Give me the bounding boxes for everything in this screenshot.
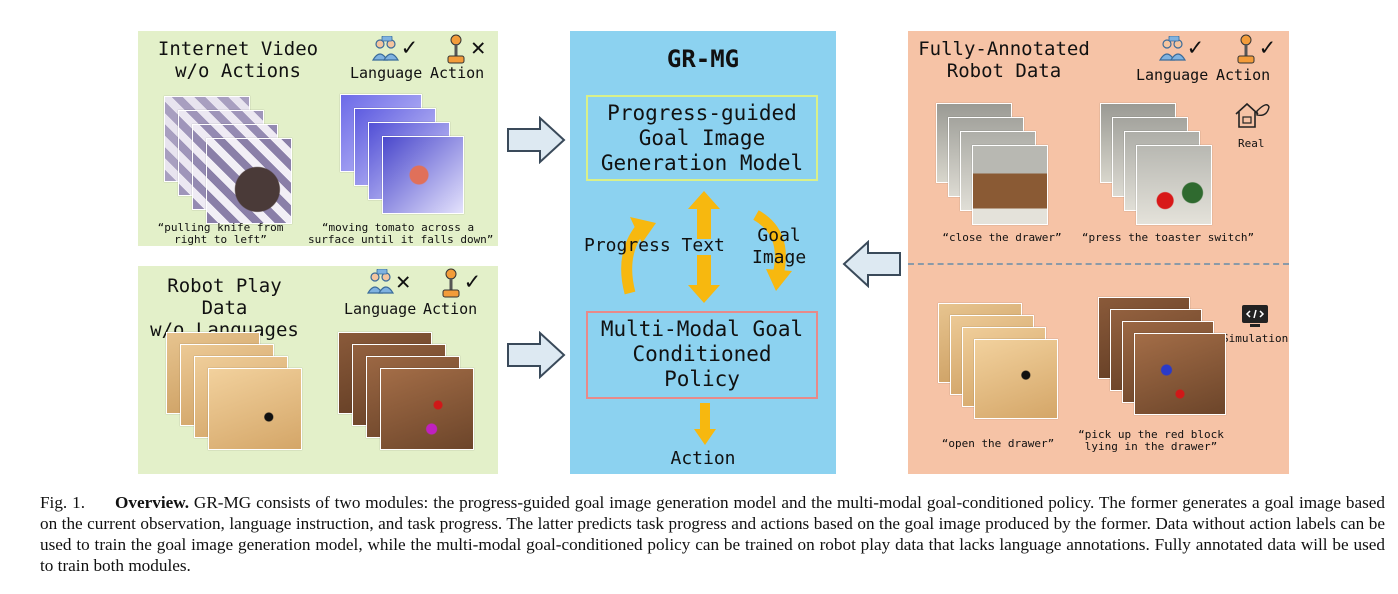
code-monitor-icon xyxy=(1242,305,1268,327)
joystick-icon xyxy=(447,34,465,64)
caption-label: Fig. 1. xyxy=(40,493,86,512)
language-label: Language xyxy=(1136,66,1209,84)
internet-video-panel: Internet Video w/o Actions ✓ ✕ Language … xyxy=(138,31,498,246)
house-leaf-icon xyxy=(1235,102,1270,128)
title-line: Robot Data xyxy=(946,60,1062,82)
real-label: Real xyxy=(1238,137,1265,150)
box-line: Multi-Modal Goal xyxy=(600,317,804,341)
goal-image-generation-box: Progress-guided Goal Image Generation Mo… xyxy=(586,95,818,181)
action-output-label: Action xyxy=(670,448,736,469)
progress-text-label: Progress Text xyxy=(584,235,725,256)
box-line: Conditioned xyxy=(632,342,772,366)
sim-caption: “open the drawer” xyxy=(941,437,1055,450)
label-line: Goal xyxy=(757,225,801,246)
arrow-right-icon xyxy=(507,116,566,164)
real-caption: “close the drawer” xyxy=(942,231,1062,244)
title-line: w/o Actions xyxy=(175,60,301,82)
caption-text: GR-MG consists of two modules: the progr… xyxy=(40,493,1386,575)
robot-frame xyxy=(208,368,302,450)
caption-line: “pulling knife from xyxy=(157,221,284,234)
real-frame xyxy=(1136,145,1212,225)
action-label: Action xyxy=(423,300,478,318)
arrow-right-icon xyxy=(507,331,566,379)
curved-arrow-icon xyxy=(621,217,656,295)
caption-line: right to left” xyxy=(174,233,267,246)
video-caption: “pulling knife from right to left” xyxy=(148,222,293,246)
action-label: Action xyxy=(430,64,485,82)
language-label: Language xyxy=(344,300,417,318)
video-frame xyxy=(206,138,292,224)
title-line: Internet Video xyxy=(157,38,319,60)
title-line: Fully-Annotated xyxy=(918,38,1090,60)
goal-image-label: Goal Image xyxy=(752,225,806,269)
language-label: Language xyxy=(350,64,423,82)
mark: ✓ xyxy=(1260,33,1275,61)
robot-play-panel: Robot Play Data w/o Languages ✕ ✓ Langua… xyxy=(138,266,498,474)
mark: ✕ xyxy=(471,33,486,61)
people-icon xyxy=(371,36,400,61)
real-frame xyxy=(972,145,1048,225)
fully-annotated-title: Fully-Annotated Robot Data xyxy=(914,38,1094,82)
people-icon xyxy=(1158,36,1187,61)
sim-caption: “pick up the red block lying in the draw… xyxy=(1076,429,1226,453)
arrow-left-icon xyxy=(842,240,901,288)
curved-arrow-icon xyxy=(753,210,792,291)
figure-caption: Fig. 1. Overview. GR-MG consists of two m… xyxy=(40,492,1385,576)
box-line: Progress-guided xyxy=(607,101,797,125)
caption-bold: Overview. xyxy=(115,493,189,512)
title-line: Robot Play Data xyxy=(167,275,282,319)
fully-annotated-panel: Fully-Annotated Robot Data ✓ ✓ Language … xyxy=(908,31,1289,474)
box-line: Goal Image xyxy=(638,126,766,150)
mark: ✓ xyxy=(465,267,480,295)
policy-box: Multi-Modal Goal Conditioned Policy xyxy=(586,311,818,399)
caption-line: lying in the drawer” xyxy=(1084,440,1218,453)
real-caption: “press the toaster switch” xyxy=(1081,231,1255,244)
internet-video-title: Internet Video w/o Actions xyxy=(148,38,328,82)
gr-mg-panel: GR-MG Progress-guided Goal Image Generat… xyxy=(570,31,836,474)
video-caption: “moving tomato across a surface until it… xyxy=(308,221,494,246)
mark: ✓ xyxy=(402,33,417,61)
robot-play-title: Robot Play Data w/o Languages xyxy=(142,275,307,341)
caption-line: “moving tomato across a xyxy=(321,221,475,234)
arrow-down-icon xyxy=(694,403,716,445)
video-frame xyxy=(382,136,464,214)
action-label: Action xyxy=(1216,66,1271,84)
double-arrow-icon xyxy=(688,191,720,303)
label-line: Image xyxy=(752,247,807,268)
box-line: Policy xyxy=(664,367,740,391)
divider xyxy=(908,263,1289,265)
caption-line: surface until it falls down” xyxy=(308,233,494,246)
sim-frame xyxy=(974,339,1058,419)
joystick-icon xyxy=(442,268,460,298)
sim-frame xyxy=(1134,333,1226,415)
gr-mg-title: GR-MG xyxy=(666,45,740,73)
robot-frame xyxy=(380,368,474,450)
mark: ✓ xyxy=(1188,33,1203,61)
mark: ✕ xyxy=(396,267,411,295)
people-icon xyxy=(366,269,395,294)
box-line: Generation Model xyxy=(600,151,804,175)
joystick-icon xyxy=(1237,34,1255,64)
caption-line: “pick up the red block xyxy=(1078,428,1224,441)
simulation-label: Simulation xyxy=(1222,332,1289,345)
